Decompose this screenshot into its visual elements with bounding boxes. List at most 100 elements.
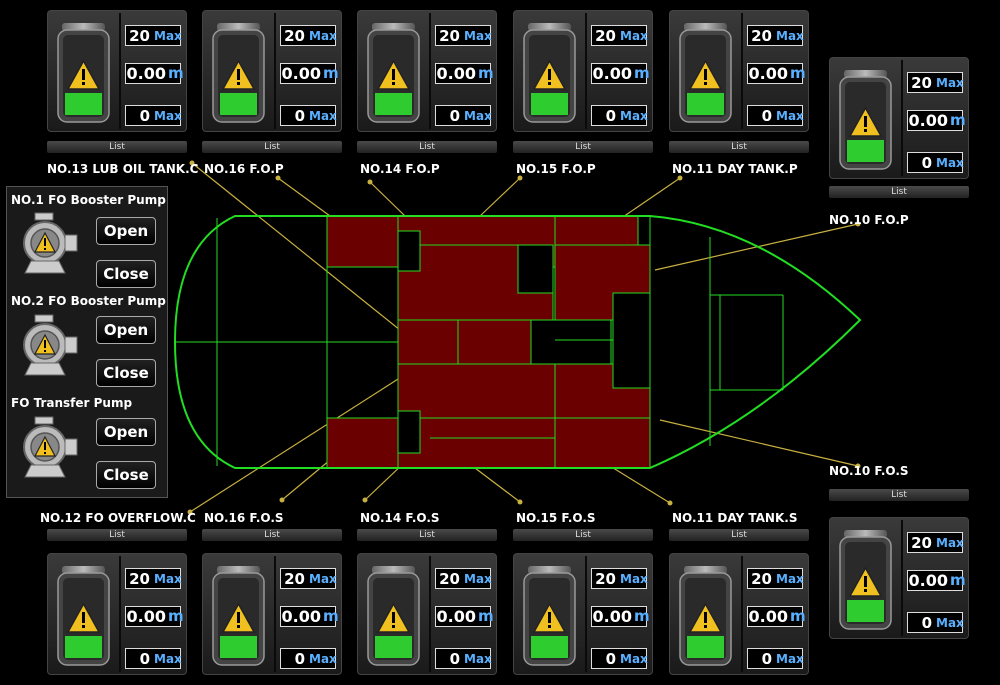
- tank-panel-t15p: 20 Max 0.00 m 0 Max: [513, 10, 653, 132]
- tank-list-button-t11s[interactable]: List: [669, 529, 809, 541]
- tank-max-unit: Max: [309, 572, 337, 586]
- tank-min-unit: Max: [620, 109, 648, 123]
- hull-frames: [175, 216, 784, 468]
- panel-divider: [274, 13, 276, 129]
- tank-level-value: 0.00: [126, 64, 166, 83]
- tank-list-button-t16s[interactable]: List: [202, 529, 342, 541]
- tank-list-button-t12[interactable]: List: [47, 529, 187, 541]
- tank-level-value: 0.00: [592, 607, 632, 626]
- pump3-close-button[interactable]: Close: [96, 461, 156, 489]
- tank-list-button-t10p[interactable]: List: [829, 186, 969, 198]
- tank-max-field: 20 Max: [280, 25, 337, 46]
- tank-level-unit: m: [634, 64, 650, 82]
- tank-max-unit: Max: [776, 572, 804, 586]
- tank-list-button-t10s[interactable]: List: [829, 489, 969, 501]
- tank-max-value: 20: [595, 570, 616, 588]
- tank-list-button-t15s[interactable]: List: [513, 529, 653, 541]
- tank-list-button-t16p[interactable]: List: [202, 141, 342, 153]
- pump-warning-icon: [21, 211, 79, 275]
- tank-max-field: 20 Max: [591, 25, 648, 46]
- pump1-close-button[interactable]: Close: [96, 260, 156, 288]
- tank-level-value: 0.00: [436, 64, 476, 83]
- tank-warning-icon: [366, 564, 421, 669]
- pump3-open-button[interactable]: Open: [96, 418, 156, 446]
- tank-max-field: 20 Max: [435, 568, 492, 589]
- panel-divider: [119, 556, 121, 672]
- tank-label-t12: NO.12 FO OVERFLOW.C: [40, 511, 196, 525]
- panel-divider: [585, 556, 587, 672]
- tank-min-field: 0 Max: [591, 648, 648, 669]
- tank-level-field: 0.00 m: [125, 63, 184, 84]
- tank-level-value: 0.00: [592, 64, 632, 83]
- tank-label-t10s: NO.10 F.O.S: [829, 464, 909, 478]
- tank-warning-icon: [211, 564, 266, 669]
- tank-min-unit: Max: [776, 109, 804, 123]
- tank-min-value: 0: [449, 107, 460, 125]
- tank-min-unit: Max: [936, 156, 964, 170]
- tank-level-value: 0.00: [126, 607, 166, 626]
- tank-max-field: 20 Max: [591, 568, 648, 589]
- panel-divider: [741, 13, 743, 129]
- pump-control-panel: NO.1 FO Booster Pump Open Close NO.2 FO …: [6, 186, 168, 498]
- leader-dots: [187, 160, 861, 515]
- pump1-open-button[interactable]: Open: [96, 217, 156, 245]
- tank-list-button-t15p[interactable]: List: [513, 141, 653, 153]
- tank-max-unit: Max: [936, 76, 964, 90]
- panel-divider: [429, 13, 431, 129]
- tank-level-unit: m: [950, 571, 966, 589]
- tank-level-value: 0.00: [748, 64, 788, 83]
- tank-min-value: 0: [761, 650, 772, 668]
- tank-min-field: 0 Max: [591, 105, 648, 126]
- tank-label-t14s: NO.14 F.O.S: [360, 511, 440, 525]
- tank-level-field: 0.00 m: [125, 606, 184, 627]
- tank-min-field: 0 Max: [435, 648, 492, 669]
- tank-list-button-t11p[interactable]: List: [669, 141, 809, 153]
- tank-min-field: 0 Max: [435, 105, 492, 126]
- tank-max-field: 20 Max: [747, 25, 804, 46]
- tank-panel-t16s: 20 Max 0.00 m 0 Max: [202, 553, 342, 675]
- tank-min-value: 0: [449, 650, 460, 668]
- tank-warning-icon: [56, 21, 111, 126]
- tank-level-unit: m: [168, 64, 184, 82]
- tank-panel-t15s: 20 Max 0.00 m 0 Max: [513, 553, 653, 675]
- tank-label-t16s: NO.16 F.O.S: [204, 511, 284, 525]
- pump2-open-button[interactable]: Open: [96, 316, 156, 344]
- tank-min-value: 0: [921, 614, 932, 632]
- tank-max-unit: Max: [936, 536, 964, 550]
- tank-level-unit: m: [323, 64, 339, 82]
- tank-min-value: 0: [921, 154, 932, 172]
- tank-max-unit: Max: [154, 572, 182, 586]
- tank-list-button-t13[interactable]: List: [47, 141, 187, 153]
- tank-max-field: 20 Max: [125, 568, 182, 589]
- tank-min-field: 0 Max: [125, 105, 182, 126]
- tank-min-value: 0: [605, 650, 616, 668]
- tank-level-unit: m: [478, 64, 494, 82]
- tank-max-value: 20: [751, 27, 772, 45]
- tank-level-value: 0.00: [281, 607, 321, 626]
- tank-max-value: 20: [911, 534, 932, 552]
- tank-min-field: 0 Max: [747, 105, 804, 126]
- tank-min-value: 0: [294, 650, 305, 668]
- tank-label-t15p: NO.15 F.O.P: [516, 162, 596, 176]
- tank-min-value: 0: [139, 107, 150, 125]
- tank-warning-icon: [838, 68, 893, 173]
- tank-max-value: 20: [129, 570, 150, 588]
- tank-level-field: 0.00 m: [435, 606, 494, 627]
- tank-max-field: 20 Max: [907, 532, 964, 553]
- tank-min-field: 0 Max: [747, 648, 804, 669]
- tank-level-unit: m: [323, 607, 339, 625]
- pump2-close-button[interactable]: Close: [96, 359, 156, 387]
- tank-min-unit: Max: [464, 652, 492, 666]
- tank-level-value: 0.00: [908, 111, 948, 130]
- tank-warning-icon: [366, 21, 421, 126]
- tank-warning-icon: [56, 564, 111, 669]
- tank-panel-t14p: 20 Max 0.00 m 0 Max: [357, 10, 497, 132]
- tank-list-button-t14p[interactable]: List: [357, 141, 497, 153]
- panel-divider: [901, 520, 903, 636]
- tank-level-value: 0.00: [436, 607, 476, 626]
- tank-min-value: 0: [605, 107, 616, 125]
- tank-label-t11p: NO.11 DAY TANK.P: [672, 162, 798, 176]
- tank-min-unit: Max: [154, 109, 182, 123]
- tank-min-unit: Max: [776, 652, 804, 666]
- tank-list-button-t14s[interactable]: List: [357, 529, 497, 541]
